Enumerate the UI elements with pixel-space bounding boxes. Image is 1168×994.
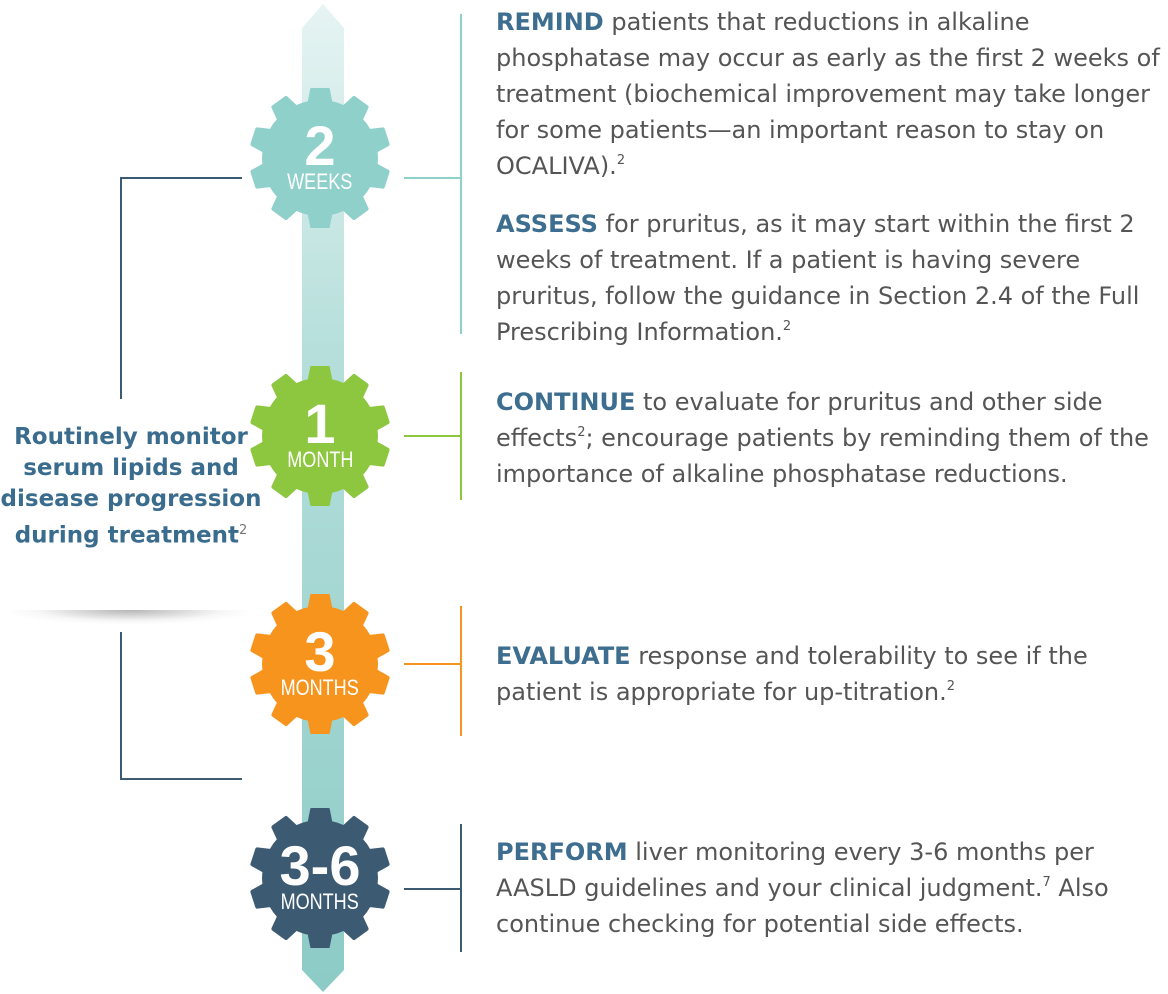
gear-unit: MONTHS — [280, 675, 360, 700]
perform-paragraph: PERFORM liver monitoring every 3-6 month… — [496, 834, 1168, 942]
evaluate-paragraph: EVALUATE response and tolerability to se… — [496, 638, 1168, 710]
assess-keyword: ASSESS — [496, 210, 598, 238]
remind-keyword: REMIND — [496, 8, 604, 36]
gear-icon — [250, 808, 390, 948]
gear-2-weeks: 2 WEEKS — [250, 88, 390, 228]
gear-number: 3-6 — [279, 834, 361, 897]
monitor-text: Routinely monitor serum lipids and disea… — [0, 424, 262, 549]
gear-icon — [250, 366, 390, 506]
assess-footnote: 2 — [782, 319, 792, 334]
gear-unit: MONTHS — [280, 889, 360, 914]
assess-paragraph: ASSESS for pruritus, as it may start wit… — [496, 206, 1168, 350]
gear-number: 1 — [304, 392, 336, 455]
continue-text-a: to evaluate for pruritus and other side … — [496, 388, 1103, 452]
perform-keyword: PERFORM — [496, 838, 628, 866]
gear-unit: WEEKS — [287, 169, 353, 194]
continue-footnote: 2 — [577, 425, 586, 440]
gear-1-month: 1 MONTH — [250, 366, 390, 506]
remind-footnote: 2 — [616, 153, 626, 168]
evaluate-text: response and tolerability to see if the … — [496, 642, 1088, 706]
remind-text: patients that reductions in alkaline pho… — [496, 8, 1160, 180]
evaluate-keyword: EVALUATE — [496, 642, 631, 670]
gear-3-6-months: 3-6 MONTHS — [250, 808, 390, 948]
gear-number: 3 — [304, 620, 336, 683]
monitor-footnote: 2 — [239, 523, 248, 538]
monitor-shadow — [10, 610, 250, 624]
gear-number: 2 — [304, 114, 336, 177]
gear-unit: MONTH — [286, 447, 354, 472]
continue-paragraph: CONTINUE to evaluate for pruritus and ot… — [496, 384, 1168, 492]
perform-text-a: liver monitoring every 3-6 months per AA… — [496, 838, 1094, 902]
monitor-label: Routinely monitor serum lipids and disea… — [0, 422, 262, 552]
perform-footnote: 7 — [1042, 875, 1051, 890]
perform-text-b: Also continue checking for potential sid… — [496, 874, 1109, 938]
evaluate-footnote: 2 — [946, 679, 955, 694]
gear-3-months: 3 MONTHS — [250, 594, 390, 734]
gear-icon — [250, 88, 390, 228]
continue-keyword: CONTINUE — [496, 388, 636, 416]
remind-paragraph: REMIND patients that reductions in alkal… — [496, 4, 1168, 184]
gear-icon — [250, 594, 390, 734]
continue-text-b: ; encourage patients by reminding them o… — [496, 424, 1149, 488]
assess-text: for pruritus, as it may start within the… — [496, 210, 1140, 346]
